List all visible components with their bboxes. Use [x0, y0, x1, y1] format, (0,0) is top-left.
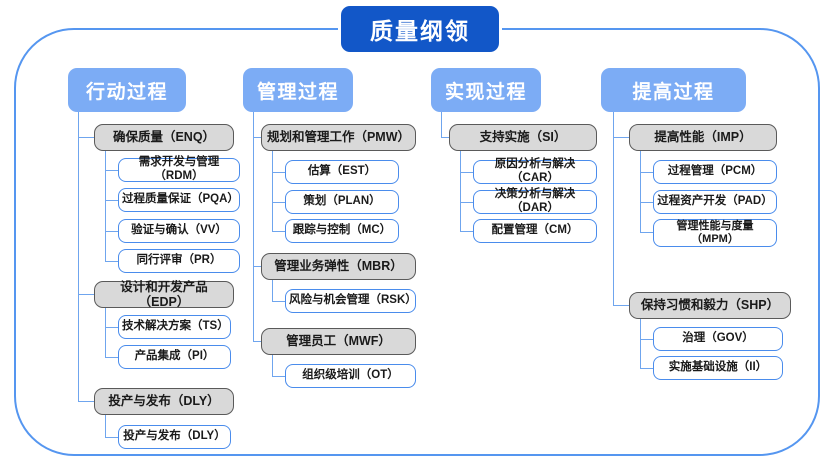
leaf-branch-0-0-2: [105, 231, 118, 233]
trunk-branch-3-0: [613, 137, 629, 139]
trunk-branch-1-1: [253, 266, 261, 268]
column-header-0[interactable]: 行动过程: [68, 68, 186, 112]
leaf-branch-1-2-0: [272, 376, 285, 378]
leaf-box-1-0-2[interactable]: 跟踪与控制（MC）: [285, 219, 399, 243]
group-spine-1-2: [272, 355, 274, 377]
trunk-0: [78, 112, 80, 401]
trunk-2: [441, 112, 443, 137]
group-spine-0-1: [105, 308, 107, 357]
leaf-box-3-0-1[interactable]: 过程资产开发（PAD）: [653, 190, 777, 214]
group-box-0-1[interactable]: 设计和开发产品（EDP）: [94, 280, 234, 309]
leaf-branch-0-0-0: [105, 170, 118, 172]
leaf-box-0-1-1[interactable]: 产品集成（PI）: [118, 345, 231, 369]
leaf-box-3-1-0[interactable]: 治理（GOV）: [653, 327, 783, 351]
trunk-1: [253, 112, 255, 342]
leaf-branch-2-0-0: [460, 172, 473, 174]
leaf-branch-3-1-0: [640, 339, 653, 341]
group-box-1-2[interactable]: 管理员工（MWF）: [261, 328, 416, 355]
group-box-0-2[interactable]: 投产与发布（DLY）: [94, 388, 234, 415]
group-box-1-1[interactable]: 管理业务弹性（MBR）: [261, 253, 416, 280]
column-header-2[interactable]: 实现过程: [431, 68, 541, 112]
group-spine-0-0: [105, 151, 107, 261]
trunk-branch-2-0: [441, 137, 449, 139]
leaf-branch-3-1-1: [640, 368, 653, 370]
leaf-branch-0-0-3: [105, 261, 118, 263]
trunk-3: [613, 112, 615, 305]
trunk-branch-0-2: [78, 401, 94, 403]
leaf-branch-0-2-0: [105, 437, 118, 439]
column-header-1[interactable]: 管理过程: [243, 68, 353, 112]
trunk-branch-1-2: [253, 341, 261, 343]
group-box-3-0[interactable]: 提高性能（IMP）: [629, 124, 777, 151]
group-box-1-0[interactable]: 规划和管理工作（PMW）: [261, 124, 416, 151]
leaf-box-0-0-0[interactable]: 需求开发与管理（RDM）: [118, 156, 240, 182]
leaf-box-2-0-0[interactable]: 原因分析与解决（CAR）: [473, 158, 597, 184]
column-header-3[interactable]: 提高过程: [601, 68, 746, 112]
group-spine-1-1: [272, 280, 274, 302]
leaf-box-1-2-0[interactable]: 组织级培训（OT）: [285, 364, 416, 388]
leaf-branch-1-0-1: [272, 202, 285, 204]
group-box-2-0[interactable]: 支持实施（SI）: [449, 124, 597, 151]
group-spine-0-2: [105, 415, 107, 438]
leaf-box-2-0-2[interactable]: 配置管理（CM）: [473, 219, 597, 243]
group-spine-3-0: [640, 151, 642, 233]
leaf-branch-2-0-1: [460, 202, 473, 204]
leaf-box-2-0-1[interactable]: 决策分析与解决（DAR）: [473, 188, 597, 214]
leaf-branch-1-0-2: [272, 231, 285, 233]
leaf-box-0-2-0[interactable]: 投产与发布（DLY）: [118, 425, 231, 449]
leaf-branch-3-0-0: [640, 172, 653, 174]
leaf-box-3-0-0[interactable]: 过程管理（PCM）: [653, 160, 777, 184]
leaf-box-1-0-1[interactable]: 策划（PLAN）: [285, 190, 399, 214]
leaf-branch-0-1-0: [105, 327, 118, 329]
group-spine-2-0: [460, 151, 462, 231]
leaf-branch-2-0-2: [460, 231, 473, 233]
leaf-box-0-0-3[interactable]: 同行评审（PR）: [118, 249, 240, 273]
leaf-box-1-0-0[interactable]: 估算（EST）: [285, 160, 399, 184]
group-box-0-0[interactable]: 确保质量（ENQ）: [94, 124, 234, 151]
group-spine-3-1: [640, 319, 642, 369]
leaf-branch-3-0-2: [640, 232, 653, 234]
leaf-box-1-1-0[interactable]: 风险与机会管理（RSK）: [285, 289, 417, 313]
group-spine-1-0: [272, 151, 274, 231]
leaf-branch-0-0-1: [105, 200, 118, 202]
leaf-branch-3-0-1: [640, 202, 653, 204]
leaf-branch-1-0-0: [272, 172, 285, 174]
leaf-box-3-1-1[interactable]: 实施基础设施（II）: [653, 356, 783, 380]
trunk-branch-0-1: [78, 294, 94, 296]
leaf-box-0-1-0[interactable]: 技术解决方案（TS）: [118, 315, 231, 339]
group-box-3-1[interactable]: 保持习惯和毅力（SHP）: [629, 292, 791, 319]
leaf-box-3-0-2[interactable]: 管理性能与度量（MPM）: [653, 219, 777, 247]
trunk-branch-1-0: [253, 137, 261, 139]
leaf-box-0-0-2[interactable]: 验证与确认（VV）: [118, 219, 240, 243]
leaf-box-0-0-1[interactable]: 过程质量保证（PQA）: [118, 188, 240, 212]
leaf-branch-0-1-1: [105, 357, 118, 359]
leaf-branch-1-1-0: [272, 301, 285, 303]
trunk-branch-0-0: [78, 137, 94, 139]
root-title: 质量纲领: [341, 6, 499, 52]
trunk-branch-3-1: [613, 305, 629, 307]
